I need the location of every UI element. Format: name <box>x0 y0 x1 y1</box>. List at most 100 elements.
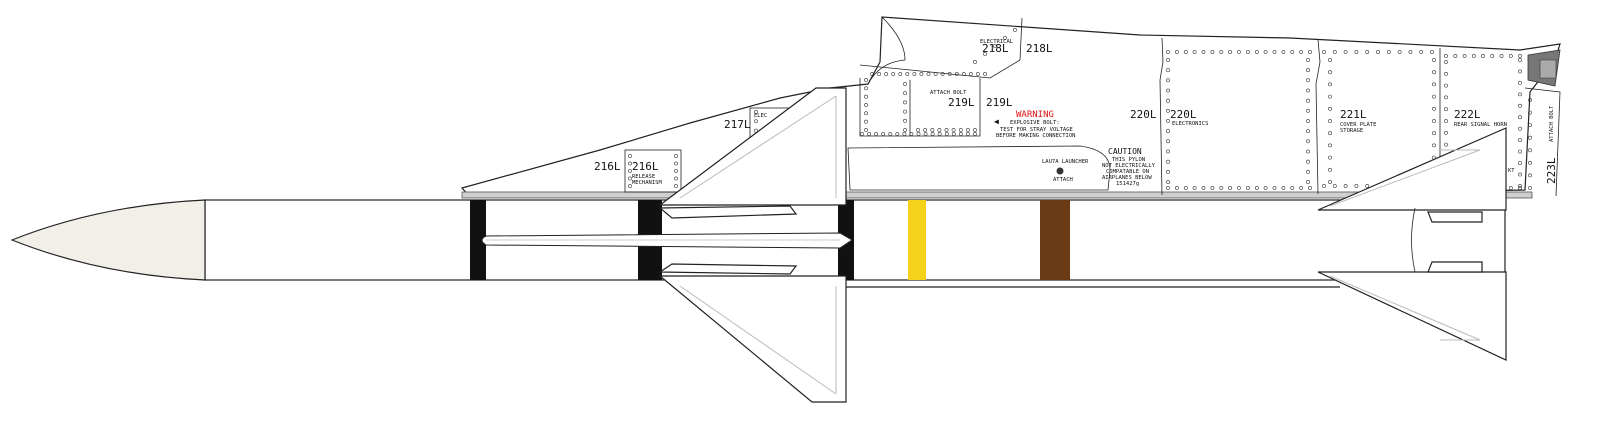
forward-wing-upper <box>658 87 847 206</box>
rivet <box>674 154 678 158</box>
rivet <box>983 52 987 56</box>
rivet <box>1328 180 1332 184</box>
label-elec-small: ELEC <box>754 113 767 119</box>
rivet <box>1299 186 1304 190</box>
rivet <box>1003 36 1007 40</box>
rivet <box>1528 173 1532 178</box>
label-caution-title: CAUTION <box>1108 147 1142 156</box>
rivet <box>1166 50 1170 54</box>
label-kt: KT <box>1508 168 1515 174</box>
rivet <box>958 128 963 132</box>
label-electrical: ELECTRICAL <box>980 39 1014 45</box>
rivet <box>1166 78 1170 83</box>
rivet <box>1228 186 1233 190</box>
label-launcher: LAU7A LAUNCHER <box>1042 159 1089 165</box>
rivet <box>628 169 632 173</box>
rivet <box>1306 169 1310 174</box>
warning-arrow: ◀ <box>994 117 999 126</box>
rivet <box>966 128 970 132</box>
panel-line-219-mid <box>859 78 981 137</box>
rivet <box>1306 149 1310 154</box>
rivet <box>959 132 963 136</box>
label-222: 222L <box>1454 108 1481 121</box>
rivet <box>1328 70 1332 75</box>
rivet <box>754 110 758 114</box>
rivet <box>1528 148 1532 153</box>
rivet <box>1432 131 1436 136</box>
rivet <box>1343 50 1348 54</box>
rivet <box>1508 54 1513 58</box>
rivet <box>1219 186 1224 190</box>
rivet <box>930 132 935 136</box>
rivet <box>1192 186 1197 190</box>
label-220-b: 220L <box>1170 108 1197 121</box>
rivet <box>1444 95 1448 100</box>
rivet <box>1201 186 1206 190</box>
rivet <box>1397 50 1402 54</box>
forward-wing-upper-grey <box>679 95 837 199</box>
rivet <box>1518 81 1522 85</box>
rear-end-detail <box>1539 59 1557 79</box>
rivet <box>1365 184 1370 188</box>
label-218-a: 218L <box>982 42 1009 55</box>
rivet <box>1306 58 1310 62</box>
rivet <box>1306 108 1310 113</box>
rivet <box>1432 94 1436 99</box>
rivet <box>1246 50 1250 54</box>
rivet <box>1281 50 1286 54</box>
rivet <box>973 60 977 64</box>
rivet <box>1444 83 1448 88</box>
label-warning-1: EXPLOSIVE BOLT: <box>1010 120 1060 126</box>
label-rear-signal: REAR SIGNAL HORN <box>1454 122 1507 128</box>
rivet <box>864 103 868 107</box>
label-attach-bolt-2: ATTACH BOLT <box>1549 105 1555 142</box>
label-219-b: 219L <box>986 96 1013 109</box>
rivet <box>1201 50 1206 54</box>
label-220-a: 220L <box>1130 108 1157 121</box>
rivet <box>898 72 903 76</box>
rivet <box>903 91 907 96</box>
rivet <box>1518 103 1522 108</box>
rivet <box>1518 58 1522 62</box>
rivet <box>973 132 977 136</box>
rivet <box>954 72 959 76</box>
rivet <box>1013 28 1017 32</box>
rivet <box>1166 139 1170 144</box>
panel-line-221 <box>1315 39 1321 195</box>
rivet <box>1166 88 1170 93</box>
rivet <box>951 132 956 136</box>
rivet <box>877 72 882 76</box>
rivet <box>867 132 872 136</box>
missile-body <box>204 199 1506 281</box>
rivet <box>1328 94 1332 99</box>
rivet <box>909 132 914 136</box>
rivet <box>1444 119 1448 123</box>
rivet <box>1308 50 1312 54</box>
rivet <box>1444 71 1448 76</box>
label-caution-1: THIS PYLON <box>1112 157 1145 163</box>
rivet <box>1518 115 1522 120</box>
forward-wing-lower-grey <box>679 285 837 395</box>
rivet <box>903 100 907 105</box>
rivet <box>674 161 678 166</box>
label-warning-title: WARNING <box>1016 110 1054 120</box>
rivet <box>1306 98 1310 103</box>
labels: 216L 216L RELEASE MECHANISM 217L ELEC EL… <box>594 39 1558 187</box>
rivet <box>674 169 678 173</box>
rivet <box>903 109 907 114</box>
rivet <box>1210 186 1215 190</box>
panel-line-218-219 <box>859 17 1023 79</box>
rivet <box>1237 50 1241 54</box>
rivet <box>923 132 928 136</box>
rivet <box>1183 186 1188 190</box>
label-218-b: 218L <box>1026 42 1053 55</box>
rivet <box>1444 107 1448 112</box>
rivet <box>976 72 980 76</box>
rivet <box>961 72 966 76</box>
label-221: 221L <box>1340 108 1367 121</box>
rivet <box>1306 129 1310 134</box>
rivet <box>1332 50 1337 54</box>
label-attach-small: ATTACH <box>1053 177 1073 183</box>
plate-216 <box>624 149 682 193</box>
launcher-panel <box>847 145 1111 191</box>
